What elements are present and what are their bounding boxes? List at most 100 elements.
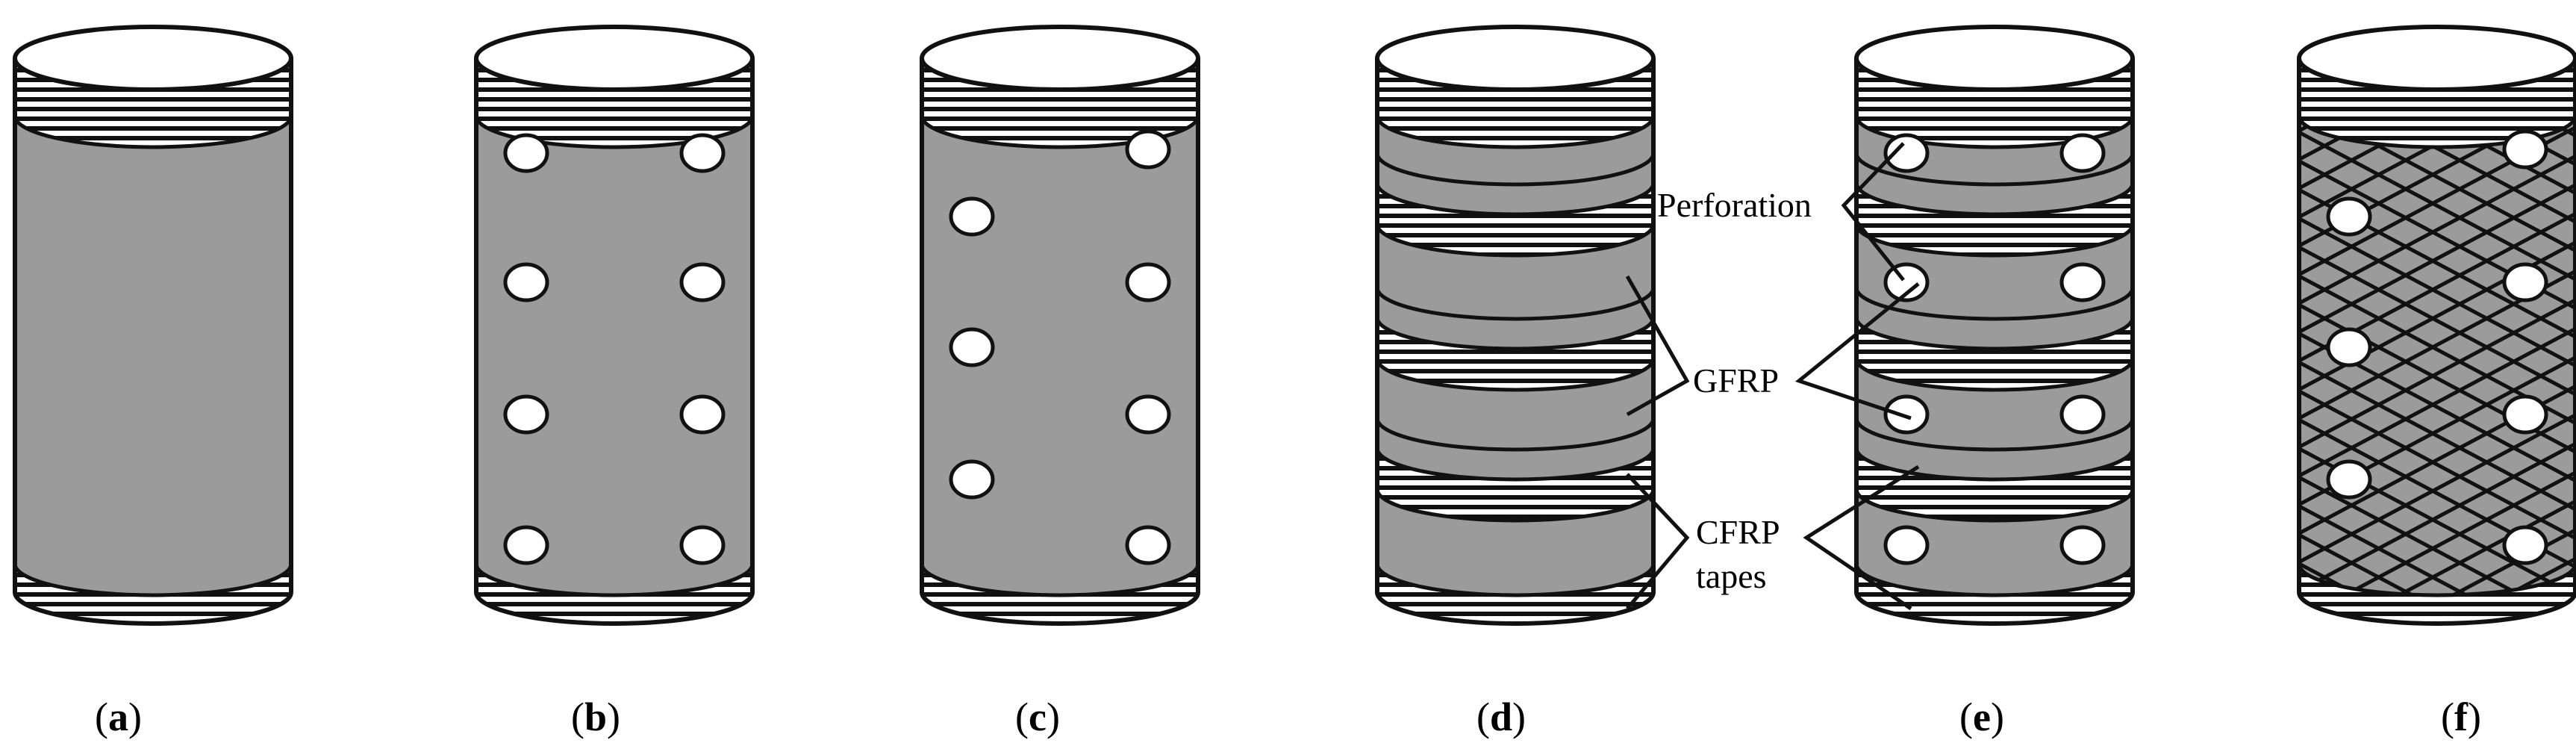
cylinder-bottom-edge	[13, 591, 293, 626]
cylinder-d	[1375, 25, 1656, 626]
cylinder-c	[920, 25, 1200, 626]
band-edge	[13, 115, 293, 149]
band-edge	[1375, 563, 1656, 597]
perforation-hole	[949, 196, 995, 237]
band-edge	[1375, 182, 1656, 217]
cfrp-tapes-label: tapes	[1696, 557, 1767, 595]
cfrp-tape-band	[1856, 183, 2133, 255]
cylinder-bottom-edge	[1375, 591, 1656, 626]
band-edge	[1854, 287, 2135, 321]
cylinder-top-opening	[2297, 25, 2576, 92]
bottom-cfrp-band	[476, 564, 752, 624]
band-edge	[474, 115, 755, 149]
perforation-hole	[503, 133, 549, 173]
top-cfrp-band	[15, 58, 291, 147]
top-cfrp-band	[922, 58, 1198, 147]
band-edge	[1854, 358, 2135, 392]
perforation-hole	[2502, 525, 2548, 565]
cylinder-bottom-edge	[920, 591, 1200, 626]
perforation-hole	[2502, 394, 2548, 435]
bottom-cfrp-band	[1856, 564, 2133, 624]
perforation-hole	[2502, 262, 2548, 302]
cylinder-b	[474, 25, 755, 626]
perforation-hole	[679, 394, 726, 435]
perforation-hole	[1883, 394, 1930, 435]
band-edge	[2297, 115, 2576, 149]
perforation-hole	[1125, 525, 1171, 565]
perforation-hole	[679, 262, 726, 302]
cylinder-top-opening	[13, 25, 293, 92]
band-edge	[1375, 152, 1656, 187]
cylinder-bottom-edge	[2297, 591, 2576, 626]
cfrp-tape-band	[1856, 317, 2133, 390]
band-edge	[2297, 563, 2576, 597]
perforation-hole	[949, 459, 995, 500]
top-cfrp-band	[476, 58, 752, 147]
cylinder-f	[2297, 25, 2576, 626]
perforation-hole	[949, 327, 995, 367]
band-edge	[920, 115, 1200, 149]
perforation-hole	[2059, 133, 2106, 173]
bottom-cfrp-band	[1377, 564, 1653, 624]
perforation-hole	[2326, 327, 2372, 367]
gfrp-leader-right	[1794, 282, 1920, 420]
perforation-hole	[2059, 262, 2106, 302]
band-edge	[1854, 317, 2135, 351]
perforation-hole	[2326, 459, 2372, 500]
cylinder-top-opening	[474, 25, 755, 92]
panel-label-f: (f)	[2441, 695, 2481, 739]
cfrp-tape-band	[1856, 448, 2133, 521]
top-cfrp-band	[1856, 58, 2133, 147]
band-edge	[1375, 223, 1656, 258]
bottom-cfrp-band	[2299, 564, 2575, 624]
top-cfrp-band	[2299, 58, 2575, 147]
cylinder-top-opening	[1854, 25, 2135, 92]
band-edge	[1375, 488, 1656, 523]
perforation-hole	[1125, 129, 1171, 170]
panel-label-a: (a)	[95, 695, 142, 739]
perforation-hole	[1125, 262, 1171, 302]
cfrp-tape-band	[1377, 448, 1653, 521]
perforation-hole	[2059, 525, 2106, 565]
band-edge	[1854, 417, 2135, 452]
bottom-cfrp-band	[15, 564, 291, 624]
perforation-leader	[1841, 142, 1905, 282]
perforation-hole	[503, 262, 549, 302]
perforation-hole	[2502, 129, 2548, 170]
cylinder-bottom-edge	[1854, 591, 2135, 626]
band-edge	[13, 563, 293, 597]
panel-label-e: (e)	[1959, 695, 2004, 739]
band-edge	[1854, 182, 2135, 217]
cylinder-top-opening	[920, 25, 1200, 92]
perforation-hole	[503, 394, 549, 435]
annotation-leaders	[1625, 142, 1920, 611]
perforation-hole	[1883, 133, 1930, 173]
perforation-hole	[679, 133, 726, 173]
band-edge	[1854, 152, 2135, 187]
band-edge	[1854, 115, 2135, 149]
band-edge	[1854, 447, 2135, 482]
cfrp-tape-band	[1377, 317, 1653, 390]
band-edge	[1854, 488, 2135, 523]
band-edge	[1375, 358, 1656, 392]
band-edge	[920, 563, 1200, 597]
band-edge	[474, 563, 755, 597]
bottom-cfrp-band	[922, 564, 1198, 624]
perforation-hole	[1125, 394, 1171, 435]
cylinder-e	[1854, 25, 2135, 626]
band-edge	[1375, 317, 1656, 351]
cylinder-bottom-edge	[474, 591, 755, 626]
perforation-hole	[679, 525, 726, 565]
band-edge	[1854, 563, 2135, 597]
panel-label-b: (b)	[571, 695, 620, 739]
panel-label-d: (d)	[1476, 695, 1526, 739]
band-edge	[1375, 417, 1656, 452]
cylinder-top-opening	[1375, 25, 1656, 92]
top-cfrp-band	[1377, 58, 1653, 147]
perforation-label: Perforation	[1657, 186, 1812, 224]
perforation-hole	[503, 525, 549, 565]
gfrp-label: GFRP	[1693, 361, 1779, 400]
band-edge	[1375, 447, 1656, 482]
panel-label-c: (c)	[1015, 695, 1060, 739]
cylinder-a	[13, 25, 293, 626]
